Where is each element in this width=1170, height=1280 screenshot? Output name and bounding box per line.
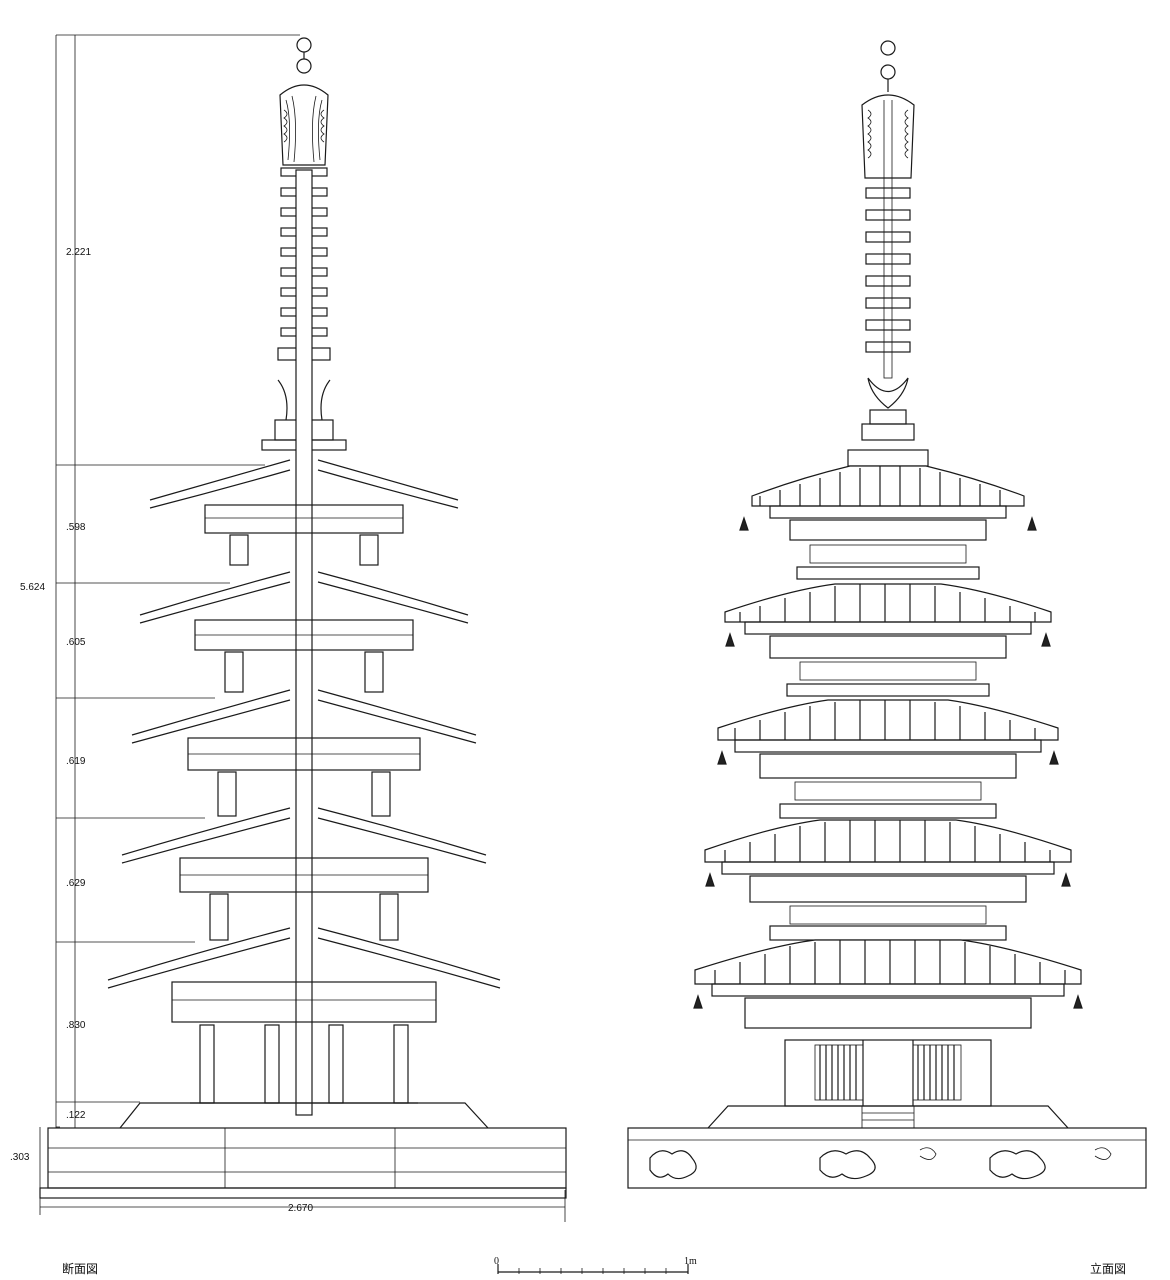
dim-tier3-label: .619 bbox=[66, 756, 86, 767]
dim-tier4-label: .605 bbox=[66, 637, 86, 648]
scale-bar bbox=[497, 1264, 689, 1274]
elevation-drawing bbox=[627, 40, 1147, 1189]
section-caption: 断面図 bbox=[62, 1262, 99, 1276]
elevation-caption: 立面図 bbox=[1090, 1262, 1127, 1276]
dim-plinth-step-label: .122 bbox=[66, 1110, 86, 1121]
dim-total-label: 5.624 bbox=[20, 582, 45, 593]
section-roof-tiers bbox=[107, 459, 501, 1104]
dim-width-label: 2.670 bbox=[288, 1203, 313, 1214]
dim-tier5-label: .598 bbox=[66, 522, 86, 533]
dim-tier1-label: .830 bbox=[66, 1020, 86, 1031]
elevation-roof-tiers bbox=[693, 465, 1083, 1029]
dim-tier2-label: .629 bbox=[66, 878, 86, 889]
section-dimension-lines bbox=[39, 34, 566, 1222]
section-drawing: 2.221 .598 5.624 .605 .619 .629 .830 .12… bbox=[10, 34, 567, 1222]
elevation-wind-bells bbox=[693, 516, 1083, 1009]
section-central-pillar bbox=[295, 169, 313, 1116]
elevation-spire bbox=[847, 40, 929, 467]
scale-start-label: 0 bbox=[494, 1256, 499, 1267]
elevation-base bbox=[627, 1105, 1147, 1189]
elevation-ground-floor bbox=[784, 1039, 992, 1129]
dim-spire-label: 2.221 bbox=[66, 247, 91, 258]
scale-end-label: 1m bbox=[684, 1256, 697, 1267]
section-base bbox=[39, 1102, 567, 1199]
dim-base-label: .303 bbox=[10, 1152, 30, 1163]
